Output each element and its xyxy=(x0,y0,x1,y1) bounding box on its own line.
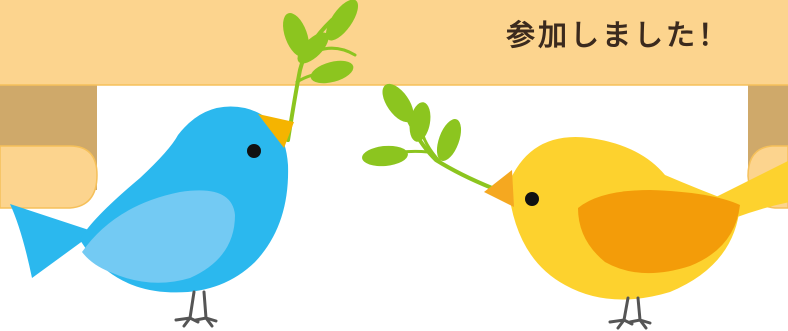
ribbon-banner xyxy=(0,0,788,209)
yellow-bird-beak xyxy=(484,170,514,207)
yellow-bird-olive-branch xyxy=(362,83,494,190)
blue-bird-tail xyxy=(10,204,95,278)
blue-bird-wing xyxy=(82,190,235,283)
blue-bird-beak xyxy=(258,114,294,148)
banner-title: 参加しました！ xyxy=(506,18,731,52)
ribbon-left-tail xyxy=(0,145,98,209)
yellow-bird-legs xyxy=(608,296,652,330)
blue-bird-legs xyxy=(174,290,218,328)
yellow-bird-wing xyxy=(578,190,740,274)
ribbon-main-band xyxy=(0,0,788,85)
blue-bird-eye xyxy=(247,144,261,158)
yellow-bird xyxy=(362,83,788,330)
blue-bird-olive-branch xyxy=(283,0,359,142)
yellow-bird-eye xyxy=(525,192,539,206)
blue-bird xyxy=(10,0,359,328)
